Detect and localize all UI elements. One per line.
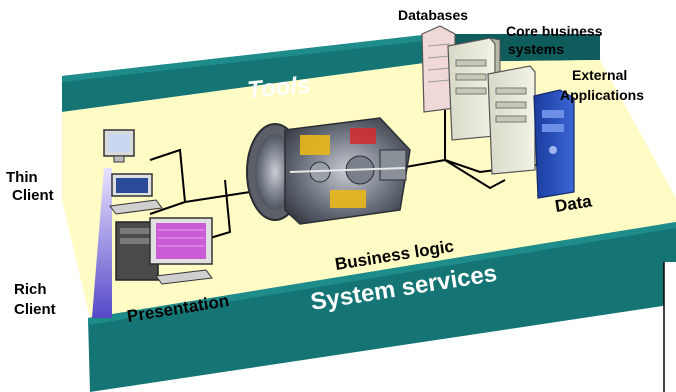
- rich-client-label-line1: Rich: [14, 281, 47, 298]
- client-gradient-wedge: [92, 168, 112, 318]
- external-applications-server-icon: [533, 89, 575, 199]
- rich-client-label-line2: Client: [14, 301, 56, 318]
- thin-client-computer-icon: [103, 129, 163, 215]
- external-label-line1: External: [572, 67, 627, 83]
- external-label-line2: Applications: [560, 87, 644, 103]
- tools-label: Tools: [246, 72, 311, 104]
- thin-client-label-line2: Client: [12, 187, 54, 204]
- tools-band-shade: [62, 34, 432, 82]
- databases-label: Databases: [398, 7, 468, 23]
- tools-band: [62, 34, 432, 112]
- system-services-band-top: [88, 222, 676, 325]
- right-panel: [664, 262, 676, 392]
- system-services-band: [88, 222, 676, 392]
- thin-client-label-line1: Thin: [6, 169, 38, 186]
- engine-icon: [246, 117, 411, 225]
- rich-client-computer-icon: [115, 217, 213, 285]
- core-systems-server-icon: [447, 37, 536, 175]
- core-business-label-line1: Core business: [506, 23, 603, 39]
- core-business-label-line2: systems: [508, 41, 564, 57]
